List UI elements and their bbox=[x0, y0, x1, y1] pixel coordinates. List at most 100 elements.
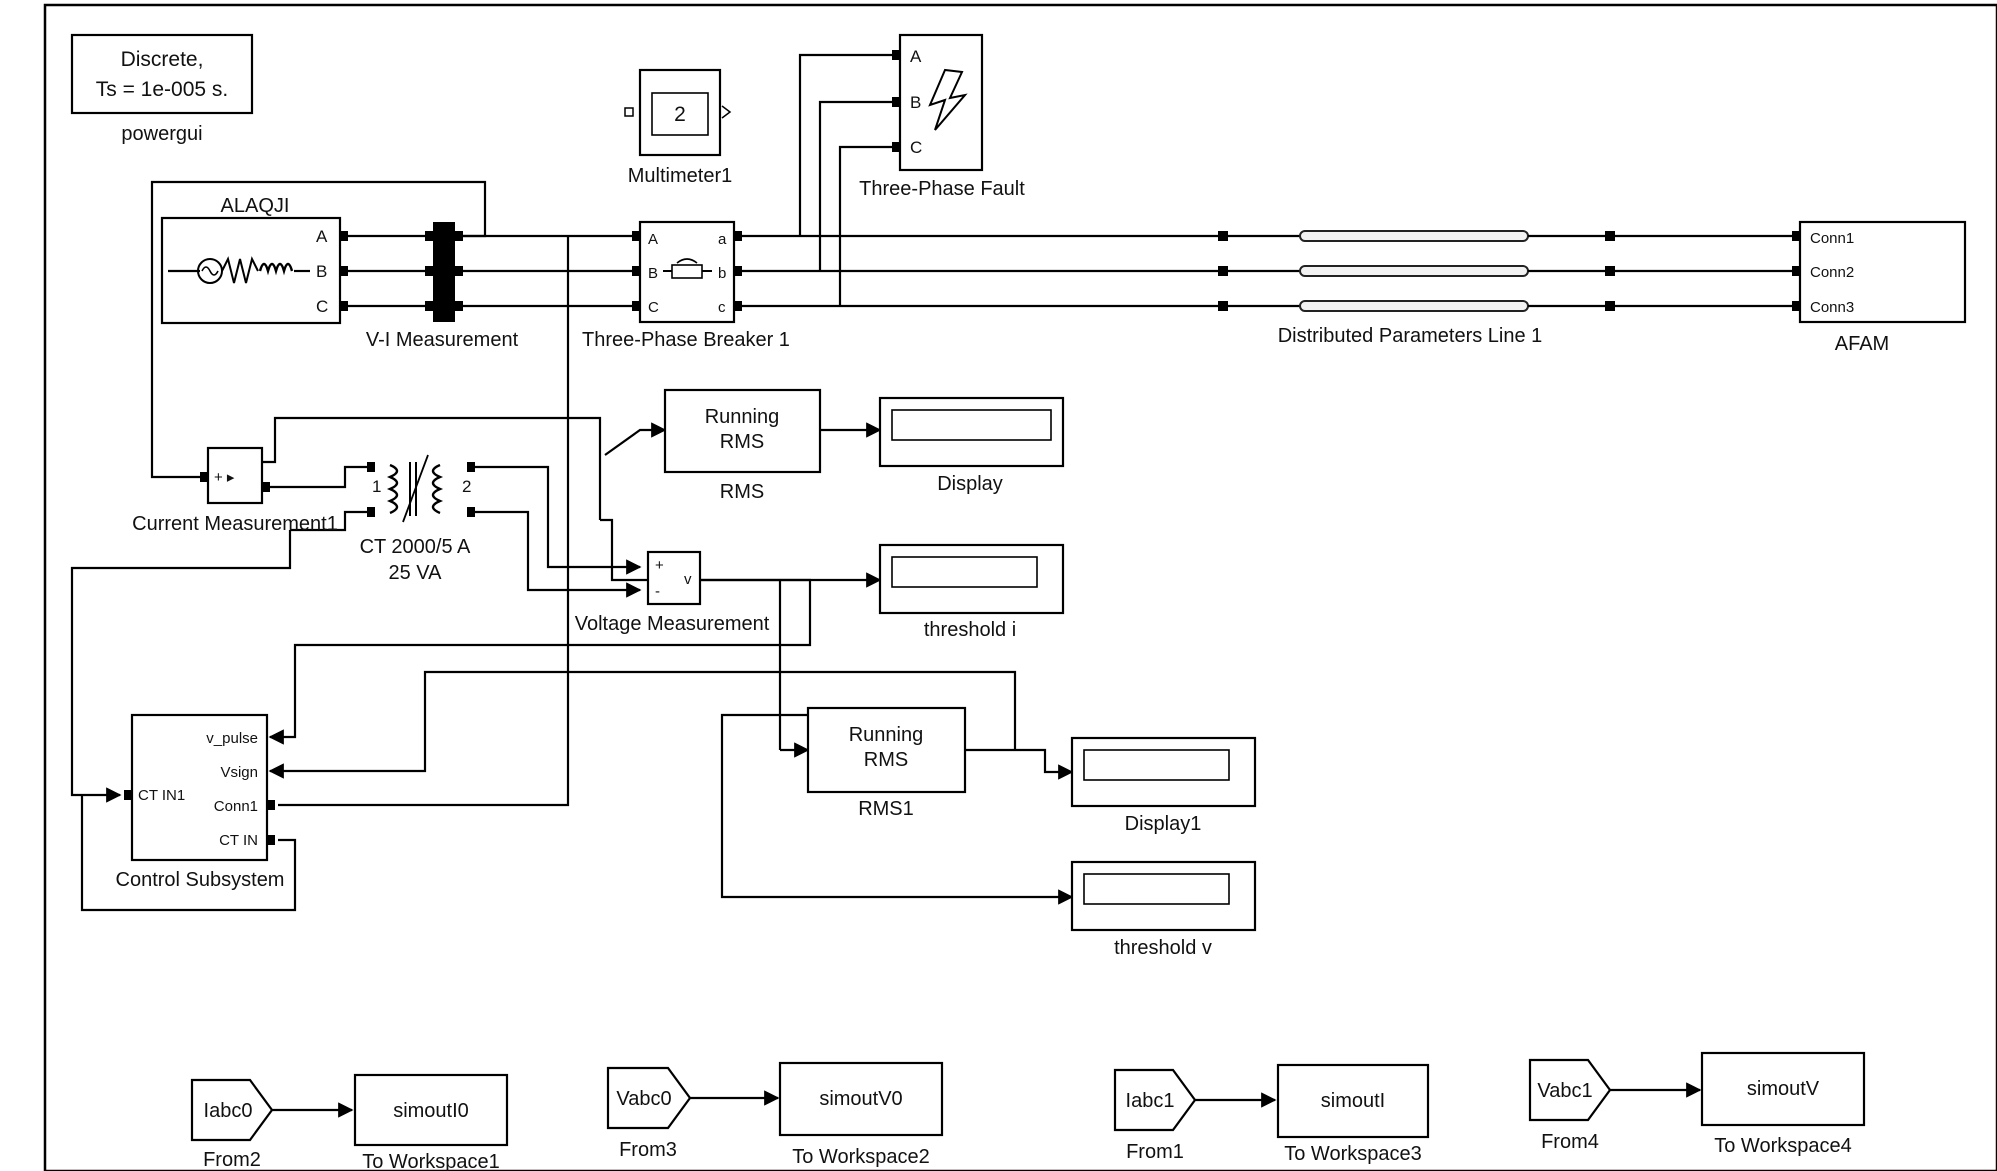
ct-port-2: 2 bbox=[462, 477, 471, 496]
voltage-measurement-plus-sign: + bbox=[655, 557, 664, 574]
current-measurement-plus-sign: + ▸ bbox=[214, 469, 235, 486]
control-subsystem-label: Control Subsystem bbox=[116, 869, 285, 891]
control-port-vsign: Vsign bbox=[220, 764, 258, 781]
current-measurement-block[interactable]: + ▸ Current Measurement1 bbox=[132, 446, 338, 535]
rms1-label: RMS1 bbox=[858, 798, 914, 820]
rms1-title-line2: RMS bbox=[864, 749, 908, 771]
multimeter-block[interactable]: 2 Multimeter1 bbox=[624, 68, 732, 187]
wires bbox=[70, 53, 1800, 1118]
transformer-coils-icon bbox=[386, 454, 444, 523]
afam-load-block[interactable]: Conn1 Conn2 Conn3 AFAM bbox=[1798, 220, 1967, 355]
to-workspace1-variable: simoutI0 bbox=[393, 1100, 469, 1122]
breaker-port-c-out: c bbox=[718, 299, 726, 316]
threshold-i-display-block[interactable]: threshold i bbox=[878, 543, 1065, 641]
from-block-4[interactable]: Vabc1 From4 bbox=[1528, 1058, 1612, 1153]
load-port-conn2: Conn2 bbox=[1810, 264, 1854, 281]
voltage-measurement-v-sign: v bbox=[684, 571, 692, 588]
breaker-label: Three-Phase Breaker 1 bbox=[582, 329, 790, 351]
display-block[interactable]: Display bbox=[878, 396, 1065, 495]
current-transformer-block[interactable]: 1 2 CT 2000/5 A 25 VA bbox=[360, 454, 472, 584]
breaker-port-a: A bbox=[648, 231, 658, 248]
display-label: Display bbox=[937, 473, 1003, 495]
three-phase-fault-block[interactable]: A B C Three-Phase Fault bbox=[859, 33, 1025, 200]
control-port-conn1: Conn1 bbox=[214, 798, 258, 815]
source-port-b: B bbox=[316, 262, 327, 281]
fault-port-a: A bbox=[910, 47, 922, 66]
vi-measurement-block[interactable]: V-I Measurement bbox=[366, 222, 519, 351]
control-port-v-pulse: v_pulse bbox=[206, 730, 258, 747]
to-workspace-block-1[interactable]: simoutI0 To Workspace1 bbox=[353, 1073, 509, 1171]
load-label: AFAM bbox=[1835, 333, 1889, 355]
current-measurement-label: Current Measurement1 bbox=[132, 513, 338, 535]
threshold-v-display-block[interactable]: threshold v bbox=[1070, 860, 1257, 959]
multimeter-value: 2 bbox=[674, 103, 686, 126]
from1-label: From1 bbox=[1126, 1141, 1184, 1163]
fault-port-b: B bbox=[910, 93, 921, 112]
ct-rating: CT 2000/5 A bbox=[360, 536, 471, 558]
breaker-port-c: C bbox=[648, 299, 659, 316]
breaker-port-b-out: b bbox=[718, 265, 726, 282]
source-port-c: C bbox=[316, 297, 328, 316]
powergui-sample-time: Ts = 1e-005 s. bbox=[96, 78, 229, 101]
to-workspace1-label: To Workspace1 bbox=[362, 1151, 499, 1171]
ct-port-1: 1 bbox=[372, 477, 381, 496]
lightning-icon bbox=[928, 68, 968, 131]
voltage-measurement-label: Voltage Measurement bbox=[575, 613, 770, 635]
control-subsystem-block[interactable]: CT IN1 v_pulse Vsign Conn1 CT IN Control… bbox=[116, 713, 285, 891]
powergui-label: powergui bbox=[121, 123, 202, 145]
from2-label: From2 bbox=[203, 1149, 261, 1171]
breaker-port-a-out: a bbox=[718, 231, 727, 248]
from1-tag: Iabc1 bbox=[1126, 1090, 1175, 1112]
to-workspace-block-2[interactable]: simoutV0 To Workspace2 bbox=[778, 1061, 944, 1168]
from4-label: From4 bbox=[1541, 1131, 1599, 1153]
threshold-i-label: threshold i bbox=[924, 619, 1016, 641]
switch-icon bbox=[663, 258, 712, 279]
control-port-ct-in: CT IN bbox=[219, 832, 258, 849]
source-label: ALAQJI bbox=[221, 195, 290, 217]
to-workspace-block-4[interactable]: simoutV To Workspace4 bbox=[1700, 1051, 1866, 1157]
rms1-block[interactable]: Running RMS RMS1 bbox=[806, 706, 967, 820]
connection-ports bbox=[124, 50, 1800, 845]
to-workspace2-label: To Workspace2 bbox=[792, 1146, 929, 1168]
powergui-mode: Discrete, bbox=[121, 48, 204, 71]
rms-label: RMS bbox=[720, 481, 764, 503]
breaker-port-b: B bbox=[648, 265, 658, 282]
rms-title-line1: Running bbox=[705, 406, 780, 428]
rms1-title-line1: Running bbox=[849, 724, 924, 746]
multimeter-label: Multimeter1 bbox=[628, 165, 732, 187]
from4-tag: Vabc1 bbox=[1537, 1080, 1592, 1102]
three-phase-breaker-block[interactable]: A B C a b c Three-Phase Breaker 1 bbox=[582, 220, 790, 351]
rms-title-line2: RMS bbox=[720, 431, 764, 453]
diagram-frame bbox=[43, 3, 1997, 1171]
voltage-measurement-block[interactable]: + - v Voltage Measurement bbox=[575, 550, 770, 635]
to-workspace4-variable: simoutV bbox=[1747, 1078, 1820, 1100]
powergui-block[interactable]: Discrete, Ts = 1e-005 s. powergui bbox=[70, 33, 254, 145]
fault-label: Three-Phase Fault bbox=[859, 178, 1025, 200]
three-phase-source-block[interactable]: ALAQJI A B C bbox=[160, 195, 342, 325]
threshold-v-label: threshold v bbox=[1114, 937, 1212, 959]
voltage-measurement-minus-sign: - bbox=[655, 583, 660, 600]
fault-port-c: C bbox=[910, 138, 922, 157]
from3-label: From3 bbox=[619, 1139, 677, 1161]
display1-block[interactable]: Display1 bbox=[1070, 736, 1257, 835]
to-workspace-block-3[interactable]: simoutI To Workspace3 bbox=[1276, 1063, 1430, 1165]
from3-tag: Vabc0 bbox=[616, 1088, 671, 1110]
to-workspace2-variable: simoutV0 bbox=[819, 1088, 902, 1110]
line-label: Distributed Parameters Line 1 bbox=[1278, 325, 1543, 347]
to-workspace4-label: To Workspace4 bbox=[1714, 1135, 1851, 1157]
from-block-1[interactable]: Iabc1 From1 bbox=[1113, 1068, 1197, 1163]
to-workspace3-label: To Workspace3 bbox=[1284, 1143, 1421, 1165]
load-port-conn1: Conn1 bbox=[1810, 230, 1854, 247]
to-workspace3-variable: simoutI bbox=[1321, 1090, 1385, 1112]
rms-block[interactable]: Running RMS RMS bbox=[663, 388, 822, 503]
source-port-a: A bbox=[316, 227, 328, 246]
vi-measurement-label: V-I Measurement bbox=[366, 329, 519, 351]
display1-label: Display1 bbox=[1125, 813, 1202, 835]
from-block-3[interactable]: Vabc0 From3 bbox=[606, 1066, 692, 1161]
from2-tag: Iabc0 bbox=[204, 1100, 253, 1122]
ct-burden: 25 VA bbox=[389, 562, 443, 584]
from-block-2[interactable]: Iabc0 From2 bbox=[190, 1078, 274, 1171]
distributed-line-block[interactable]: Distributed Parameters Line 1 bbox=[1218, 230, 1615, 347]
ac-source-icon bbox=[168, 256, 310, 284]
